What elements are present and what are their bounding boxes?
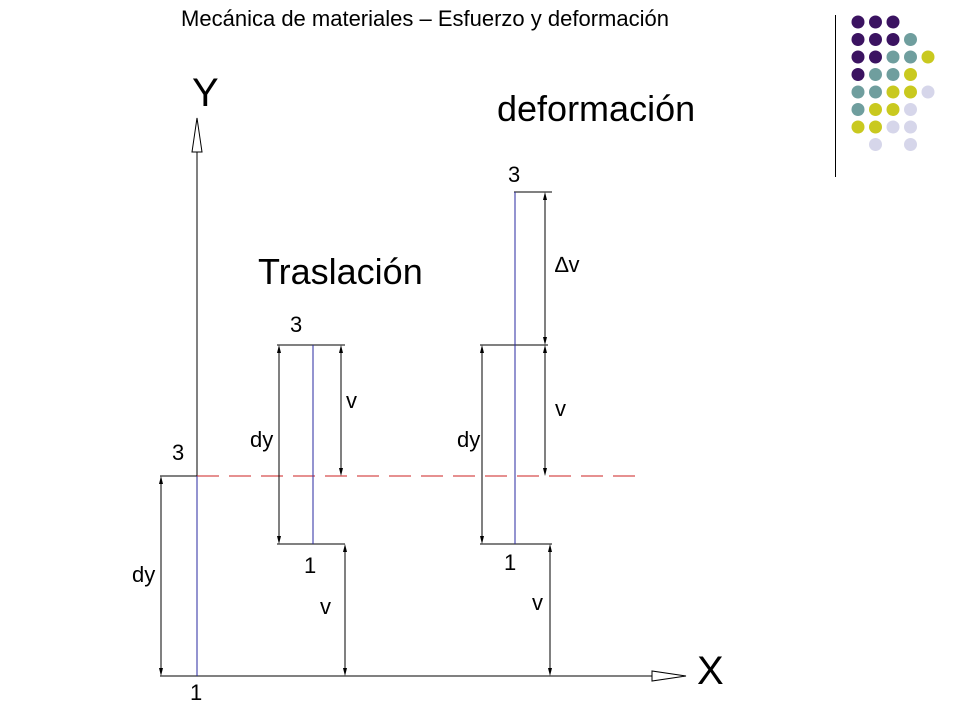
df-label-dy: dy (457, 427, 480, 452)
decorative-dot-lavender (904, 138, 917, 151)
tr-label-dy: dy (250, 427, 273, 452)
tr-v-lower-arrow-bottom (343, 668, 347, 676)
tr-label-1: 1 (304, 553, 316, 578)
decorative-dot-yellow (921, 50, 935, 64)
decorative-dot-yellow (869, 120, 882, 134)
decorative-dot-teal (886, 50, 900, 64)
tr-v-upper-arrow-top (339, 345, 343, 353)
decorative-dot-grid (851, 15, 935, 151)
decorative-dot-purple (869, 15, 882, 29)
df-delta-v-arrow-top (543, 192, 547, 200)
df-label-3: 3 (508, 162, 520, 187)
df-dy-arrow-top (480, 345, 484, 353)
tr-label-3: 3 (290, 312, 302, 337)
ref-dim-arrow-bottom (159, 668, 163, 676)
tr-v-upper-arrow-bottom (339, 468, 343, 476)
y-axis-arrowhead (191, 117, 203, 153)
df-v-lower-arrow-bottom (548, 668, 552, 676)
tr-label-v-lower: v (320, 594, 331, 619)
decorative-dot-lavender (904, 120, 917, 134)
decorative-dot-purple (869, 33, 882, 46)
x-axis-arrowhead (651, 670, 687, 682)
section-title-deformacion: deformación (497, 88, 695, 129)
axes: Y X (191, 71, 724, 693)
df-label-v-upper: v (555, 396, 566, 421)
decorative-dot-yellow (869, 103, 882, 116)
decorative-dot-teal (869, 85, 882, 99)
decorative-dot-yellow (904, 85, 917, 99)
decorative-dot-lavender (886, 120, 900, 134)
slide-title: Mecánica de materiales – Esfuerzo y defo… (181, 6, 669, 31)
df-v-upper-arrow-bottom (543, 468, 547, 476)
title-divider-line (835, 15, 836, 177)
df-dy-arrow-bottom (480, 536, 484, 544)
tr-dy-arrow-top (277, 345, 281, 353)
deformacion-element: 3 1 dy ∆v v v (457, 162, 579, 676)
ref-dim-arrow-top (159, 476, 163, 484)
ref-label-3: 3 (172, 440, 184, 465)
df-v-lower-arrow-top (548, 544, 552, 552)
section-title-traslacion: Traslación (258, 251, 423, 292)
decorative-dot-lavender (869, 138, 882, 151)
df-delta-v-arrow-bottom (543, 337, 547, 345)
reference-element: 3 1 dy (132, 440, 202, 705)
ref-label-dy: dy (132, 562, 155, 587)
decorative-dot-yellow (851, 120, 865, 134)
decorative-dot-teal (904, 33, 917, 46)
decorative-dot-teal (851, 85, 865, 99)
decorative-dot-purple (851, 15, 865, 29)
x-axis-label: X (697, 649, 724, 693)
y-axis-label: Y (192, 71, 219, 115)
decorative-dot-purple (851, 33, 865, 46)
df-label-delta-v: ∆v (555, 252, 579, 277)
decorative-dot-teal (851, 103, 865, 116)
tr-v-lower-arrow-top (343, 544, 347, 552)
traslacion-element: 3 1 dy v v (250, 312, 357, 676)
decorative-dot-teal (886, 68, 900, 81)
ref-label-1: 1 (190, 680, 202, 705)
decorative-dot-purple (869, 50, 882, 64)
tr-label-v-upper: v (346, 388, 357, 413)
decorative-dot-lavender (921, 85, 935, 99)
decorative-dot-yellow (886, 103, 900, 116)
decorative-dot-lavender (904, 103, 917, 116)
decorative-dot-purple (886, 33, 900, 46)
tr-dy-arrow-bottom (277, 536, 281, 544)
decorative-dot-yellow (904, 68, 917, 81)
decorative-dot-purple (886, 15, 900, 29)
df-label-1: 1 (504, 550, 516, 575)
df-v-upper-arrow-top (543, 345, 547, 353)
decorative-dot-purple (851, 50, 865, 64)
decorative-dot-teal (869, 68, 882, 81)
decorative-dot-teal (904, 50, 917, 64)
df-label-v-lower: v (532, 590, 543, 615)
decorative-dot-purple (851, 68, 865, 81)
decorative-dot-yellow (886, 85, 900, 99)
